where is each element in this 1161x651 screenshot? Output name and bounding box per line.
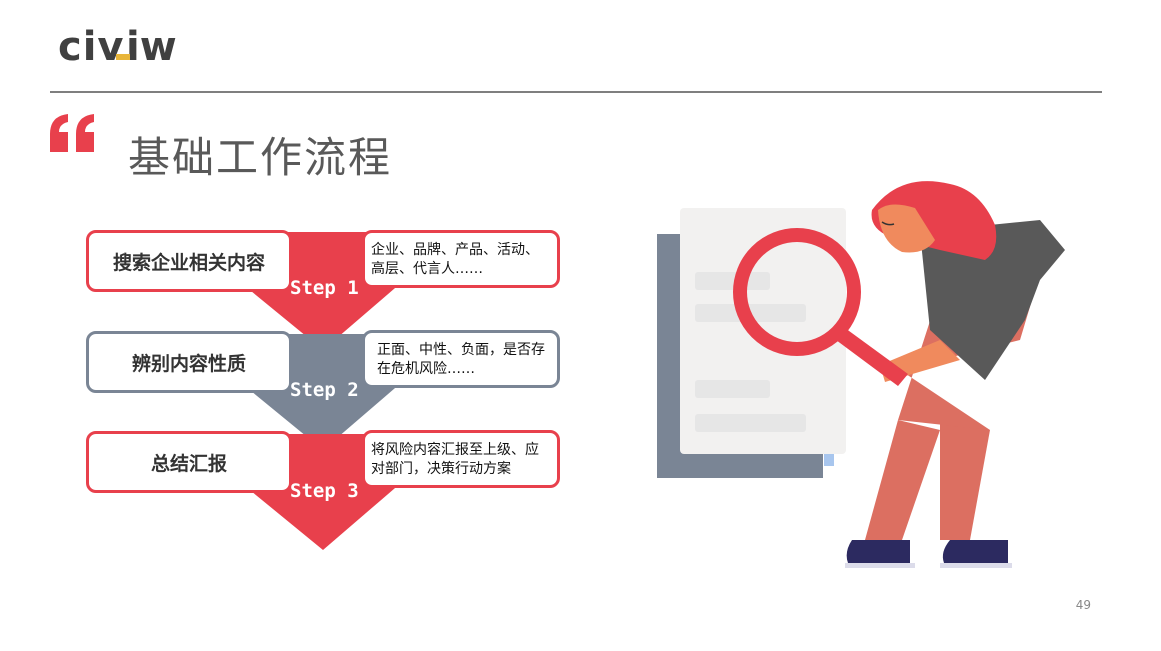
step-2-desc: 正面、中性、负面，是否存在危机风险…… [362,330,560,388]
quote-mark-icon [50,114,94,152]
workflow-steps: 搜索企业相关内容 Step 1 企业、品牌、产品、活动、高层、代言人…… 辨别内… [80,222,570,552]
step-1-desc: 企业、品牌、产品、活动、高层、代言人…… [362,230,560,288]
step-3-desc: 将风险内容汇报至上级、应对部门，决策行动方案 [362,430,560,488]
page-number: 49 [1075,598,1091,612]
header-divider [50,91,1102,93]
magnifier-icon [733,228,861,356]
svg-text:iw: iw [126,24,176,64]
step-1-number: Step 1 [290,277,359,299]
search-illustration [657,181,1065,568]
step-2-label: 辨别内容性质 [131,352,246,375]
step-3-number: Step 3 [290,480,359,502]
step-1-box: 搜索企业相关内容 [86,230,292,292]
step-3-label: 总结汇报 [150,452,227,475]
step-3-box: 总结汇报 [86,431,292,493]
step-2-box: 辨别内容性质 [86,331,292,393]
civiw-logo: civ iw [58,24,176,64]
page-title: 基础工作流程 [128,133,393,182]
step-1-label: 搜索企业相关内容 [112,251,265,274]
step-2-number: Step 2 [290,379,359,401]
svg-text:civ: civ [58,24,125,64]
